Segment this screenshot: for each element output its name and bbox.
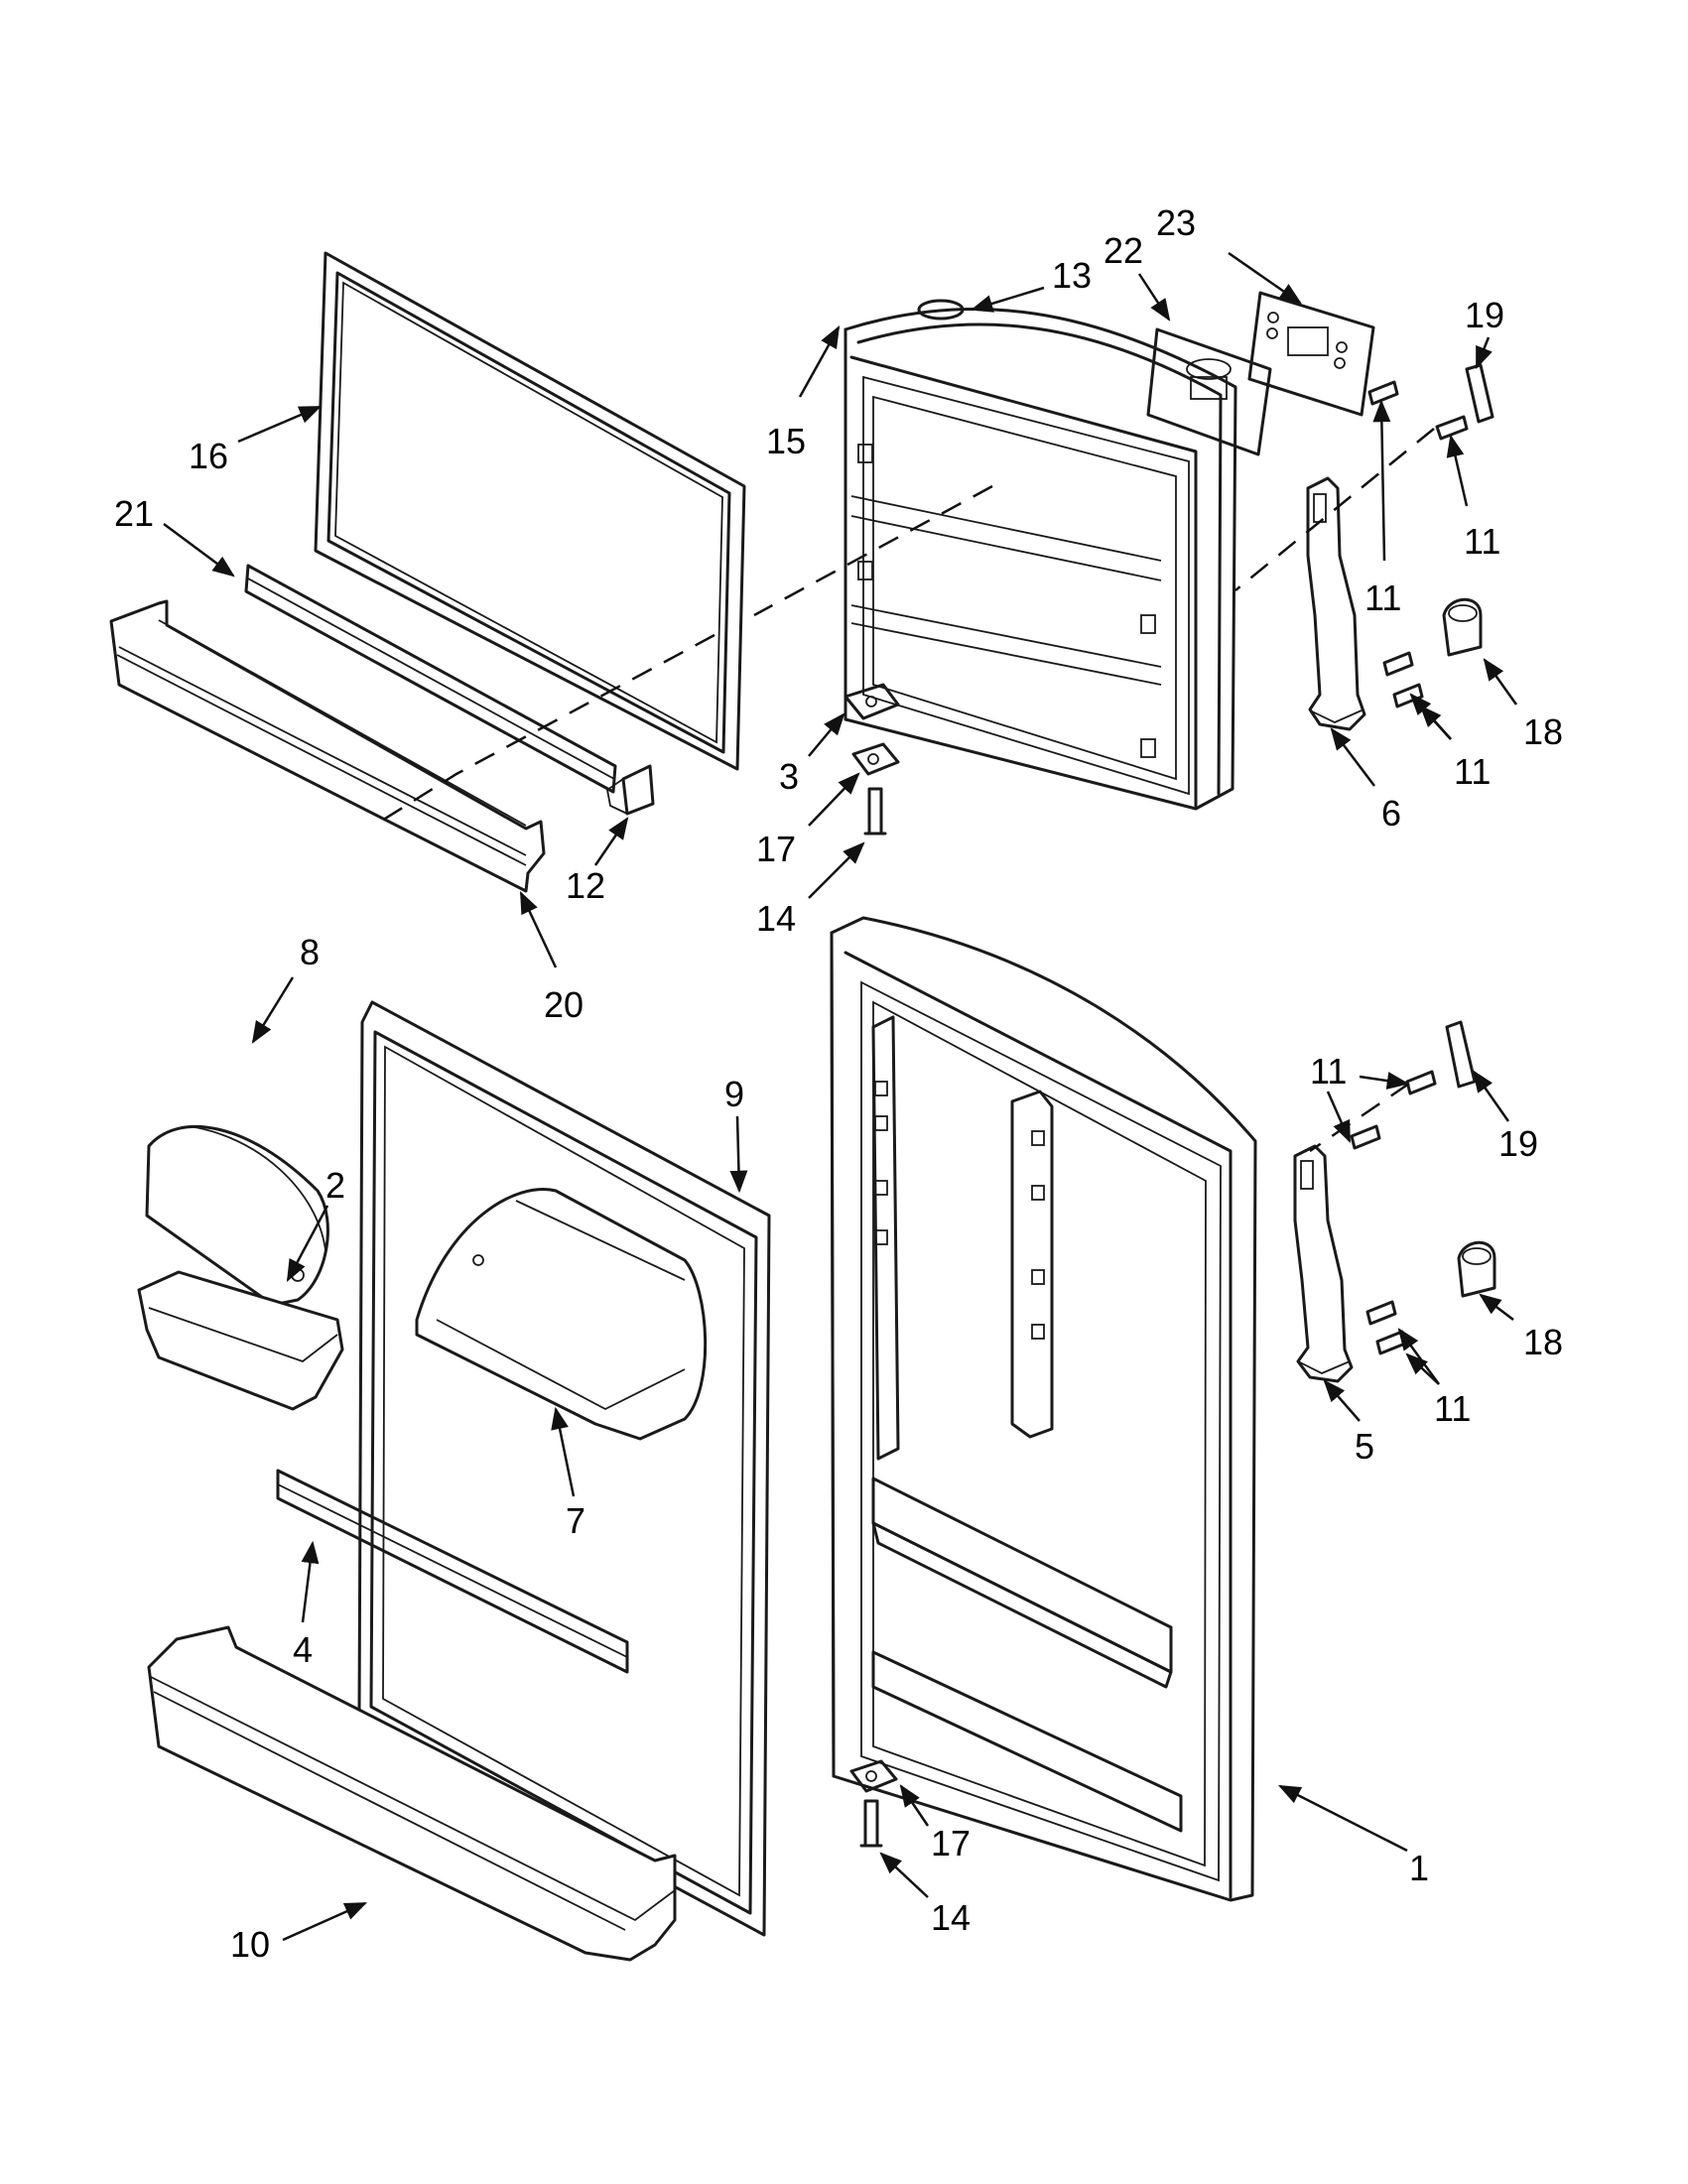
callout-16: 16 (189, 436, 228, 476)
callout-2: 2 (325, 1165, 345, 1206)
dairy-assembly-7 (415, 1188, 708, 1441)
assembly-line (753, 484, 993, 617)
callout-18: 18 (1523, 1322, 1563, 1362)
callout-9: 9 (724, 1074, 744, 1114)
callout-12: 12 (566, 865, 605, 906)
screw-14-upper (863, 787, 887, 835)
hinge-cover-19-lower (1445, 1020, 1477, 1089)
end-cap-12 (606, 764, 655, 816)
hinge-cover-19-upper (1465, 363, 1494, 424)
callout-15: 15 (766, 421, 806, 461)
callout-23: 23 (1156, 202, 1196, 243)
hinge-cap-18-lower (1457, 1240, 1496, 1298)
hinge-pin-17-lower (849, 1759, 898, 1793)
control-bezel-22 (1146, 327, 1272, 456)
callout-6: 6 (1381, 793, 1401, 834)
hinge-pin-17-upper (851, 742, 900, 776)
callout-14: 14 (756, 898, 796, 939)
callout-10: 10 (230, 1924, 270, 1965)
dairy-bin-2 (137, 1270, 344, 1411)
assembly-line (1234, 428, 1435, 591)
callout-18: 18 (1523, 711, 1563, 752)
callout-4: 4 (293, 1629, 313, 1670)
hinge-assembly-5 (1293, 1144, 1354, 1383)
callout-8: 8 (300, 932, 320, 972)
hinge-plate-3 (844, 683, 900, 720)
fresh-food-gasket-9 (357, 1000, 771, 1937)
callout-14: 14 (931, 1897, 971, 1938)
control-overlay-23 (1247, 291, 1375, 417)
screw-14-lower (859, 1799, 883, 1848)
trim-strip-21 (244, 564, 617, 794)
leader-arrows (163, 251, 1518, 1942)
hinge-cap-18-upper (1442, 597, 1483, 657)
callout-11: 11 (1464, 521, 1500, 562)
callout-11: 11 (1310, 1051, 1347, 1092)
freezer-shelf-20 (109, 599, 546, 893)
callout-21: 21 (114, 493, 154, 534)
callout-17: 17 (931, 1823, 971, 1863)
callout-3: 3 (779, 756, 799, 797)
freezer-door-15 (844, 307, 1237, 811)
assembly-line (1309, 1082, 1410, 1153)
callout-5: 5 (1355, 1426, 1374, 1467)
callout-labels: 23 22 13 19 15 16 21 11 11 18 3 11 6 17 … (114, 202, 1563, 1965)
freezer-gasket-16 (314, 251, 746, 771)
assembly-line (376, 633, 715, 826)
callout-11: 11 (1364, 578, 1401, 618)
callout-19: 19 (1498, 1123, 1538, 1164)
callout-22: 22 (1104, 230, 1143, 271)
callout-11: 11 (1454, 751, 1491, 792)
trim-strip-4 (276, 1469, 629, 1674)
hinge-assembly-6 (1306, 476, 1366, 731)
callout-20: 20 (544, 984, 584, 1025)
callout-13: 13 (1052, 255, 1092, 296)
fresh-food-door-1 (830, 916, 1257, 1902)
door-bin-10 (147, 1625, 677, 1962)
callout-19: 19 (1465, 295, 1504, 335)
badge-13 (917, 299, 965, 321)
callout-7: 7 (566, 1500, 585, 1541)
callout-11: 11 (1434, 1388, 1471, 1429)
callout-17: 17 (756, 829, 796, 869)
callout-1: 1 (1409, 1848, 1429, 1888)
